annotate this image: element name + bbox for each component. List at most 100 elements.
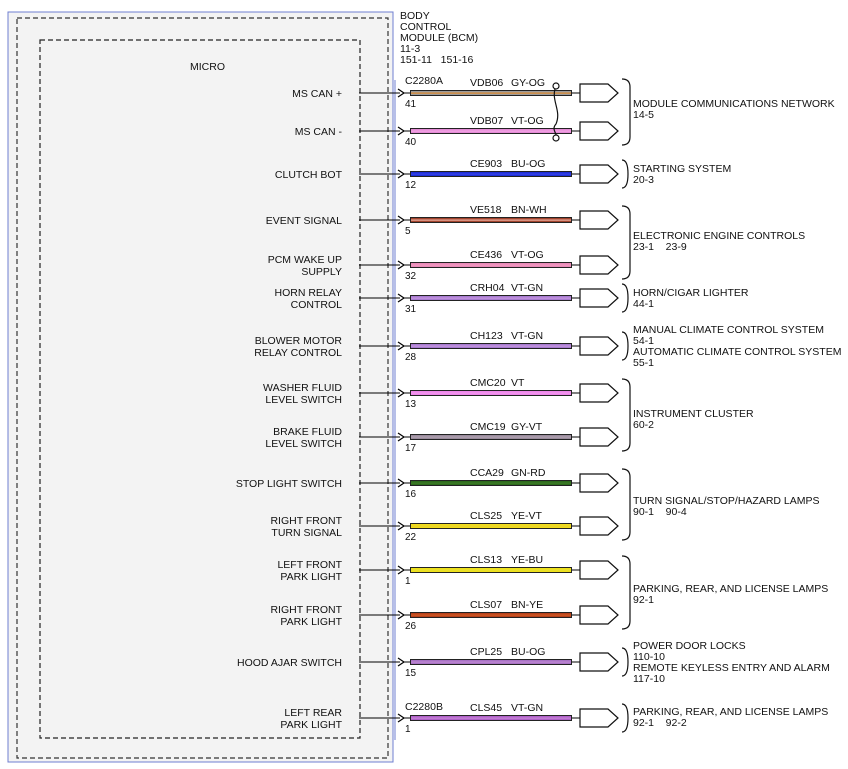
destination-label: STARTING SYSTEM — [633, 163, 731, 175]
circuit-id: CPL25 — [470, 646, 502, 658]
destination-label: 117-10 — [633, 673, 665, 685]
circuit-id: CCA29 — [470, 467, 504, 479]
connector-arrow — [579, 288, 619, 308]
circuit-id: CRH04 — [470, 282, 505, 294]
module-title: BODY CONTROL MODULE (BCM) 11-3 151-11 15… — [400, 10, 478, 66]
signal-label: BRAKE FLUID — [273, 426, 342, 438]
grouping-bracket — [621, 555, 631, 630]
wire-stripe — [411, 569, 571, 571]
signal-label: STOP LIGHT SWITCH — [236, 478, 342, 490]
destination-label: 92-1 92-2 — [633, 717, 687, 729]
connector-arrow — [579, 164, 619, 184]
wire-stripe — [411, 297, 571, 299]
grouping-bracket — [621, 703, 629, 733]
signal-label: BLOWER MOTOR — [255, 335, 343, 347]
circuit-id: VDB06 — [470, 77, 503, 89]
wire-color-code: BN-WH — [511, 204, 547, 216]
destination-label: HORN/CIGAR LIGHTER — [633, 287, 749, 299]
grouping-bracket — [621, 331, 629, 361]
wire-stripe — [411, 482, 571, 484]
pin-number: 15 — [405, 668, 417, 679]
circuit-id: CE436 — [470, 249, 502, 261]
wire-color-code: VT-GN — [511, 702, 543, 714]
connector-arrow — [579, 427, 619, 447]
wire-color-code: GN-RD — [511, 467, 546, 479]
circuit-id: CLS13 — [470, 554, 502, 566]
wire-stripe — [411, 614, 571, 616]
signal-label: TURN SIGNAL — [271, 527, 342, 539]
signal-label: RELAY CONTROL — [254, 347, 342, 359]
destination-label: 110-10 — [633, 651, 665, 663]
grouping-bracket — [621, 468, 631, 541]
connector-arrow — [579, 560, 619, 580]
twisted-pair-marker — [552, 82, 560, 142]
pin-number: 5 — [405, 226, 411, 237]
destination-label: 54-1 — [633, 335, 654, 347]
grouping-bracket — [621, 378, 631, 452]
circuit-id: CLS07 — [470, 599, 502, 611]
wire-color-code: BN-YE — [511, 599, 543, 611]
destinations: MODULE COMMUNICATIONS NETWORK14-5STARTIN… — [621, 78, 841, 733]
pin-number: 28 — [405, 352, 417, 363]
destination-label: POWER DOOR LOCKS — [633, 640, 746, 652]
grouping-bracket — [621, 159, 629, 189]
wire-color-code: VT — [511, 377, 525, 389]
circuit-id: VE518 — [470, 204, 502, 216]
grouping-bracket — [621, 647, 629, 677]
pin-number: 31 — [405, 304, 417, 315]
module-title-line: CONTROL — [400, 21, 451, 33]
destination-label: 60-2 — [633, 419, 654, 431]
pin-number: 41 — [405, 99, 417, 110]
destination-label: TURN SIGNAL/STOP/HAZARD LAMPS — [633, 495, 820, 507]
wire-stripe — [411, 173, 571, 175]
micro-box — [39, 39, 361, 739]
circuit-id: CE903 — [470, 158, 502, 170]
circuit-id: CMC19 — [470, 421, 506, 433]
pin-number: 17 — [405, 443, 417, 454]
signal-label: SUPPLY — [301, 266, 342, 278]
circuit-id: CH123 — [470, 330, 503, 342]
module-inner-dashed-box — [16, 17, 389, 759]
signal-label: LEVEL SWITCH — [265, 438, 342, 450]
signal-label: CLUTCH BOT — [275, 169, 343, 181]
circuit-id: CLS45 — [470, 702, 502, 714]
destination-label: INSTRUMENT CLUSTER — [633, 408, 754, 420]
circuit-id: CMC20 — [470, 377, 506, 389]
wire-color-code: VT-OG — [511, 115, 544, 127]
wire-stripe — [411, 661, 571, 663]
module-title-line: 11-3 — [400, 43, 420, 55]
signal-label: LEVEL SWITCH — [265, 394, 342, 406]
wire-stripe — [411, 92, 571, 94]
destination-label: 92-1 — [633, 594, 654, 606]
module-title-line: 151-11 151-16 — [400, 54, 474, 66]
signal-label: MS CAN + — [292, 88, 342, 100]
signal-label: WASHER FLUID — [263, 382, 342, 394]
destination-label: 90-1 90-4 — [633, 506, 687, 518]
micro-label: MICRO — [190, 61, 225, 73]
signal-label: MS CAN - — [295, 126, 343, 138]
connector-arrow — [579, 516, 619, 536]
connector-arrow — [579, 210, 619, 230]
wire-stripe — [411, 130, 571, 132]
destination-label: 20-3 — [633, 174, 654, 186]
connector-arrow — [579, 473, 619, 493]
